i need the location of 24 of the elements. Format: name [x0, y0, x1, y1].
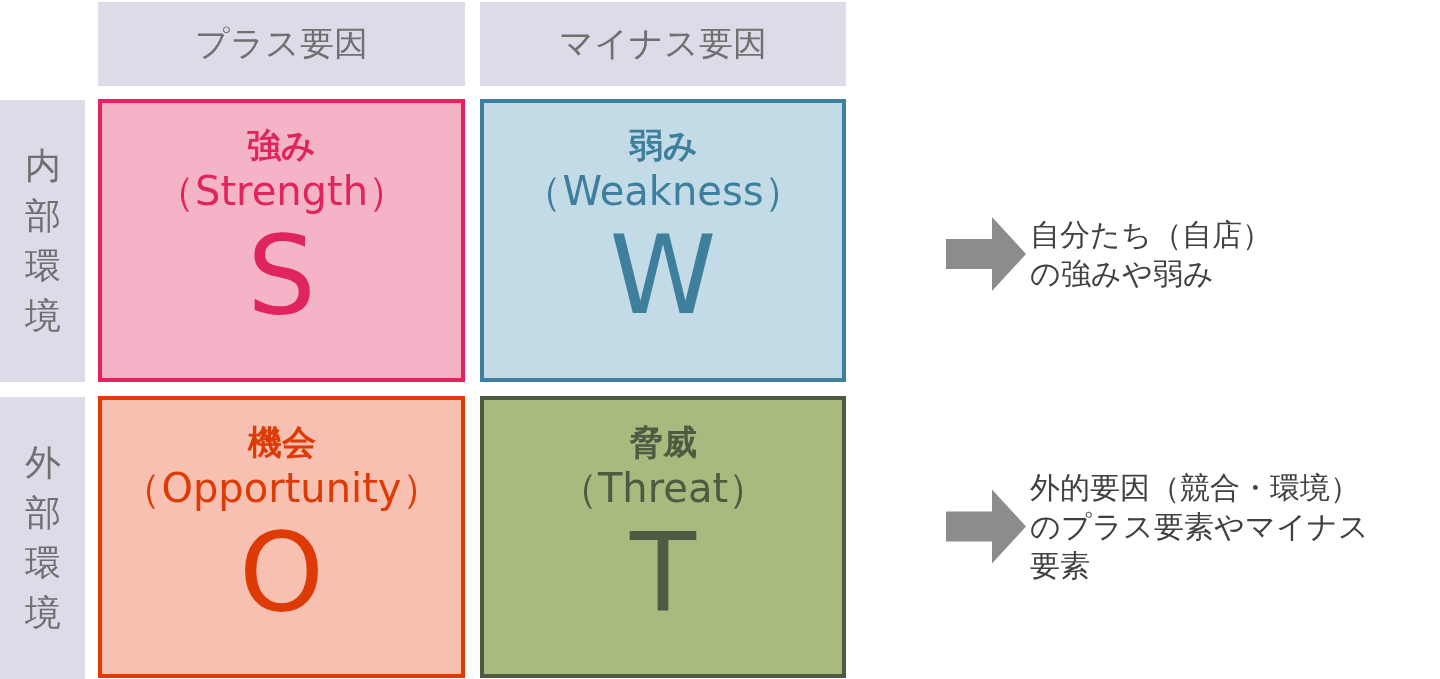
swot-quadrant [98, 99, 465, 382]
swot-quadrant [98, 396, 465, 678]
swot-quadrant [480, 396, 846, 678]
quadrant-title: 脅威 [629, 422, 697, 463]
quadrant-title: 機会 [247, 422, 316, 463]
column-header: プラス要因 [98, 2, 465, 86]
quadrant-letter: T [630, 518, 696, 627]
swot-quadrant [480, 99, 846, 382]
quadrant-letter: O [239, 518, 324, 627]
arrow [946, 217, 1026, 291]
quadrant-subtitle: （Threat） [557, 463, 769, 513]
quadrant-letter: S [247, 221, 316, 330]
description-text: 自分たち（自店）の強みや弱み [1030, 215, 1300, 293]
quadrant-title: 強み [247, 125, 316, 166]
quadrant-subtitle: （Opportunity） [121, 463, 442, 513]
quadrant-subtitle: （Weakness） [522, 166, 804, 216]
description-text: 外的要因（競合・環境）のプラス要素やマイナス要素 [1030, 468, 1375, 585]
quadrant-letter: W [609, 221, 717, 330]
quadrant-subtitle: （Strength） [155, 166, 408, 216]
column-header: マイナス要因 [480, 2, 846, 86]
arrow [946, 489, 1026, 564]
row-header: 外部環境 [0, 397, 85, 679]
quadrant-title: 弱み [628, 125, 698, 166]
row-header: 内部環境 [0, 100, 85, 382]
